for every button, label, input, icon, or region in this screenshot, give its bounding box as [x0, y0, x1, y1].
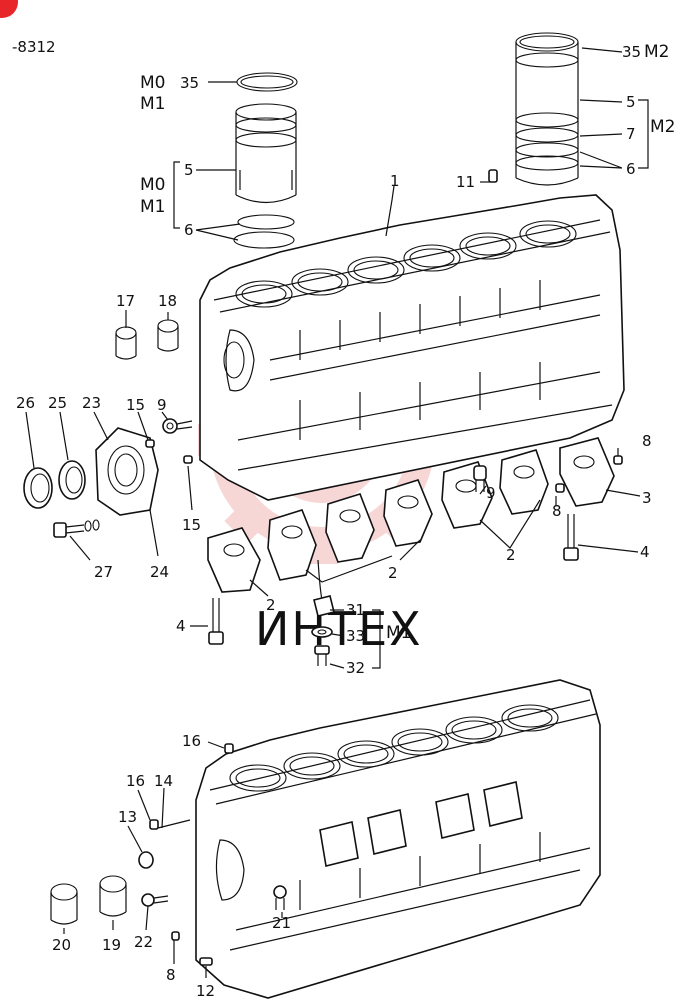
dowel-pin-8-mid: [555, 483, 565, 493]
dowel-pin-16-top: [224, 743, 234, 754]
bushing-20: [50, 883, 78, 925]
callout-21: 21: [272, 914, 291, 932]
callout-m1-brace: M1: [386, 623, 411, 643]
bearing-caps: [207, 437, 615, 593]
callout-2-a: 2: [266, 596, 276, 614]
pin-12: [199, 957, 213, 966]
callout-9-top: 9: [157, 396, 167, 414]
callout-17: 17: [116, 292, 135, 310]
engine-block-bottom: [195, 679, 601, 999]
callout-3: 3: [642, 489, 652, 507]
oil-nozzle-31: [313, 559, 335, 617]
callout-9-mid: 9: [486, 484, 496, 502]
plug-9-top: [162, 418, 193, 434]
callout-25: 25: [48, 394, 67, 412]
callout-14: 14: [154, 772, 173, 790]
callout-26: 26: [16, 394, 35, 412]
callout-33: 33: [346, 627, 365, 645]
callout-6-left: 6: [184, 221, 194, 239]
callout-22: 22: [134, 933, 153, 951]
plug-9-mid: [473, 465, 487, 492]
cylinder-liner-left: [235, 103, 297, 204]
corner-badge: [0, 0, 18, 18]
callout-2-c: 2: [506, 546, 516, 564]
bolt-32: [314, 645, 330, 666]
pin-14: [157, 819, 191, 829]
engine-block-top: [199, 194, 625, 501]
leader-lines: [25, 47, 649, 978]
washer-33: [311, 626, 333, 638]
bushing-19: [99, 875, 127, 917]
callout-16-top: 16: [182, 732, 201, 750]
callout-m2-right: M2: [644, 42, 669, 62]
dowel-pin-11: [488, 169, 498, 183]
callout-11: 11: [456, 173, 475, 191]
dowel-pin-16-low: [149, 819, 159, 830]
callout-7-right: 7: [626, 125, 636, 143]
cylinder-liner-right: [515, 32, 579, 186]
callout-19: 19: [102, 936, 121, 954]
callout-13: 13: [118, 808, 137, 826]
reference-code: -8312: [12, 38, 56, 56]
oil-seal-26: [23, 467, 53, 509]
callout-m0-mid: M0: [140, 175, 165, 195]
rear-cover-23: [95, 427, 159, 516]
dowel-pin-15-top: [145, 439, 155, 448]
callout-16-low: 16: [126, 772, 145, 790]
callout-8-low: 8: [166, 966, 176, 984]
callout-32: 32: [346, 659, 365, 677]
callout-18: 18: [158, 292, 177, 310]
bolt-27: [53, 519, 100, 538]
bolt-4-right: [563, 514, 579, 561]
callout-24: 24: [150, 563, 169, 581]
bolt-4-left: [208, 598, 224, 645]
callout-35-right: 35: [622, 43, 641, 61]
callout-1: 1: [390, 172, 400, 190]
callout-31: 31: [346, 601, 365, 619]
plug-13: [138, 851, 154, 869]
bushing-17: [115, 326, 137, 360]
callout-labels: 35 M0 M1 5 M0 M1 6 1 11 35 M2 5 7 6 M2 1…: [16, 42, 675, 1000]
callout-4-left: 4: [176, 617, 186, 635]
callout-27: 27: [94, 563, 113, 581]
callout-2-b: 2: [388, 564, 398, 582]
callout-12: 12: [196, 982, 215, 1000]
oil-seal-25: [58, 460, 86, 500]
callout-8-right: 8: [642, 432, 652, 450]
callout-5-right: 5: [626, 93, 636, 111]
dowel-pin-8-right: [613, 455, 623, 465]
callout-35-top: 35: [180, 74, 199, 92]
callout-m1-mid: M1: [140, 197, 165, 217]
watermark-text: ИНТЕХ: [255, 602, 423, 656]
callout-23: 23: [82, 394, 101, 412]
callout-m1-top: M1: [140, 94, 165, 114]
callout-6-right: 6: [626, 160, 636, 178]
callout-m2-brace: M2: [650, 117, 675, 137]
plug-22: [141, 893, 169, 907]
dowel-pin-8-low: [171, 931, 180, 941]
callout-4-right: 4: [640, 543, 650, 561]
callout-m0-top: M0: [140, 73, 165, 93]
callout-8-mid: 8: [552, 502, 562, 520]
callout-15-top: 15: [126, 396, 145, 414]
callout-5-left: 5: [184, 161, 194, 179]
callout-20: 20: [52, 936, 71, 954]
seal-ring-left: [236, 72, 298, 92]
o-rings-left: [233, 214, 295, 249]
plug-21: [273, 885, 287, 910]
callout-15-low: 15: [182, 516, 201, 534]
bushing-18: [157, 319, 179, 352]
dowel-pin-15-low: [183, 455, 193, 464]
